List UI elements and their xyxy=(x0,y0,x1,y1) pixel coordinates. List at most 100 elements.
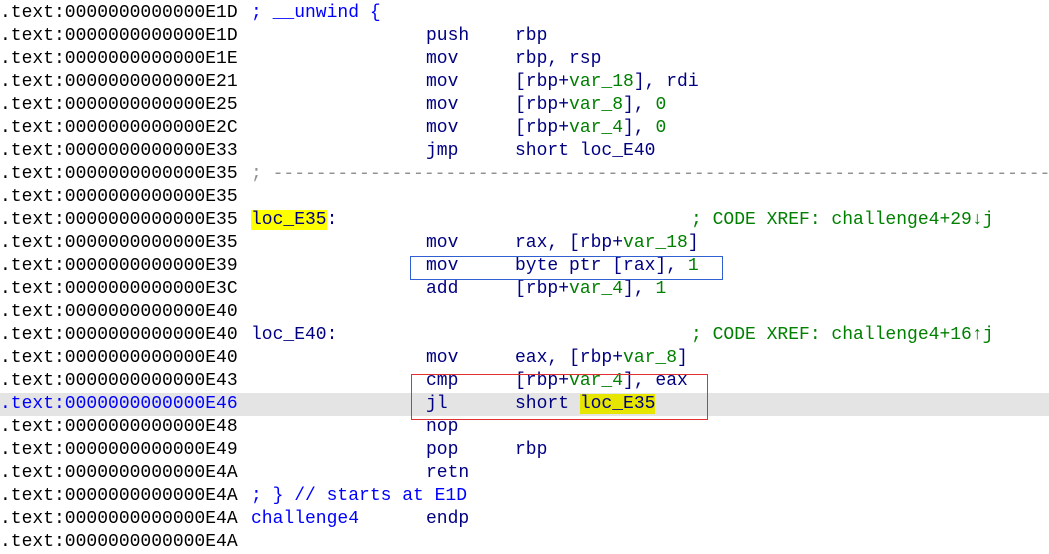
mnemonic: mov xyxy=(426,72,459,92)
operands: [rbp+var_4], 0 xyxy=(515,117,666,140)
mnemonic: endp xyxy=(426,509,470,529)
address: .text:0000000000000E40 xyxy=(0,348,238,368)
listing-line[interactable]: .text:0000000000000E1E mov rbp, rsp xyxy=(0,48,1049,71)
address: .text:0000000000000E33 xyxy=(0,141,238,161)
operand-token: ], eax xyxy=(623,371,688,391)
operands: eax, [rbp+var_8] xyxy=(515,347,688,370)
operand-token: rbp xyxy=(515,440,548,460)
operand-token: [rbp+ xyxy=(515,72,570,92)
address: .text:0000000000000E35 xyxy=(0,210,238,230)
operands: [rbp+var_18], rdi xyxy=(515,71,699,94)
address: .text:0000000000000E4A xyxy=(0,486,238,506)
operand-token: var_8 xyxy=(623,348,678,368)
operand-token: rbp, rsp xyxy=(515,49,602,69)
operand-label-highlighted[interactable]: loc_E35 xyxy=(579,394,656,414)
operand-token: [rbp+ xyxy=(515,371,570,391)
operand-token: short loc_E40 xyxy=(515,141,656,161)
address: .text:0000000000000E21 xyxy=(0,72,238,92)
address: .text:0000000000000E1D xyxy=(0,3,238,23)
operand-token: short xyxy=(515,394,580,414)
mnemonic: mov xyxy=(426,49,459,69)
operands: rbp xyxy=(515,439,547,462)
operands: [rbp+var_4], 1 xyxy=(515,278,666,301)
operand-token: rbp xyxy=(515,26,548,46)
operand-token: 0 xyxy=(655,95,667,115)
separator-line: ; --------------------------------------… xyxy=(251,164,1049,184)
listing-line[interactable]: .text:0000000000000E35 loc_E35: ; CODE XRE… xyxy=(0,209,1049,232)
mnemonic: mov xyxy=(426,95,459,115)
operand-token: ] xyxy=(677,348,688,368)
operand-token: var_4 xyxy=(569,371,624,391)
operands: [rbp+var_8], 0 xyxy=(515,94,666,117)
operands: short loc_E40 xyxy=(515,140,655,163)
listing-line[interactable]: .text:0000000000000E40 mov eax, [rbp+var_8… xyxy=(0,347,1049,370)
mnemonic: retn xyxy=(426,463,470,483)
operand-token: rax, [rbp+ xyxy=(515,233,624,253)
operands: rax, [rbp+var_18] xyxy=(515,232,699,255)
address: .text:0000000000000E35 xyxy=(0,187,238,207)
listing-line[interactable]: .text:0000000000000E33 jmp short loc_E40 xyxy=(0,140,1049,163)
address: .text:0000000000000E1D xyxy=(0,26,238,46)
mnemonic: mov xyxy=(426,233,459,253)
operand-token: ], xyxy=(623,118,656,138)
operand-token: var_18 xyxy=(623,233,688,253)
comment: ; } // starts at E1D xyxy=(251,486,468,506)
operand-token: ], xyxy=(623,95,656,115)
label-colon: : xyxy=(326,210,338,230)
mnemonic: mov xyxy=(426,348,459,368)
listing-line[interactable]: .text:0000000000000E1D ; __unwind { xyxy=(0,2,1049,25)
operands: rbp, rsp xyxy=(515,48,601,71)
address: .text:0000000000000E1E xyxy=(0,49,238,69)
listing-line[interactable]: .text:0000000000000E4A xyxy=(0,531,1049,554)
operand-token: byte ptr [rax], xyxy=(515,256,688,276)
label-name[interactable]: loc_E40 xyxy=(251,325,327,345)
label-name[interactable]: loc_E35 xyxy=(251,210,327,230)
listing-line[interactable]: .text:0000000000000E4A ; } // starts at E… xyxy=(0,485,1049,508)
listing-line[interactable]: .text:0000000000000E25 mov [rbp+var_8], 0 xyxy=(0,94,1049,117)
listing-line[interactable]: .text:0000000000000E4A retn xyxy=(0,462,1049,485)
function-name[interactable]: challenge4 xyxy=(251,509,360,529)
listing-line[interactable]: .text:0000000000000E35 ; ----------------… xyxy=(0,163,1049,186)
listing-line[interactable]: .text:0000000000000E40 xyxy=(0,301,1049,324)
operand-token: var_8 xyxy=(569,95,624,115)
xref-comment[interactable]: ; CODE XREF: challenge4+29↓j xyxy=(691,210,994,230)
operand-token: [rbp+ xyxy=(515,118,570,138)
address: .text:0000000000000E46 xyxy=(0,394,238,414)
xref-comment[interactable]: ; CODE XREF: challenge4+16↑j xyxy=(691,325,994,345)
code-label[interactable]: loc_E35: xyxy=(251,209,337,232)
mnemonic: jl xyxy=(426,394,448,414)
listing-line[interactable]: .text:0000000000000E46 jl short loc_E35 xyxy=(0,393,1049,416)
operand-token: var_4 xyxy=(569,118,624,138)
listing-line[interactable]: .text:0000000000000E1D push rbp xyxy=(0,25,1049,48)
mnemonic: push xyxy=(426,26,470,46)
mnemonic: nop xyxy=(426,417,459,437)
address: .text:0000000000000E25 xyxy=(0,95,238,115)
operands: short loc_E35 xyxy=(515,393,656,416)
operands: rbp xyxy=(515,25,547,48)
mnemonic: jmp xyxy=(426,141,459,161)
address: .text:0000000000000E49 xyxy=(0,440,238,460)
address: .text:0000000000000E4A xyxy=(0,463,238,483)
address: .text:0000000000000E4A xyxy=(0,532,238,552)
comment: ; __unwind { xyxy=(251,3,381,23)
listing-line[interactable]: .text:0000000000000E35 xyxy=(0,186,1049,209)
operand-token: ], rdi xyxy=(633,72,699,92)
address: .text:0000000000000E40 xyxy=(0,325,238,345)
listing-line[interactable]: .text:0000000000000E48 nop xyxy=(0,416,1049,439)
listing-line[interactable]: .text:0000000000000E40 loc_E40: ; CODE XRE… xyxy=(0,324,1049,347)
operand-token: eax, [rbp+ xyxy=(515,348,624,368)
address: .text:0000000000000E2C xyxy=(0,118,238,138)
operand-token: 0 xyxy=(655,118,667,138)
code-label[interactable]: loc_E40: xyxy=(251,324,337,347)
listing-line[interactable]: .text:0000000000000E21 mov [rbp+var_18], r… xyxy=(0,71,1049,94)
address: .text:0000000000000E39 xyxy=(0,256,238,276)
address: .text:0000000000000E48 xyxy=(0,417,238,437)
address: .text:0000000000000E35 xyxy=(0,164,238,184)
